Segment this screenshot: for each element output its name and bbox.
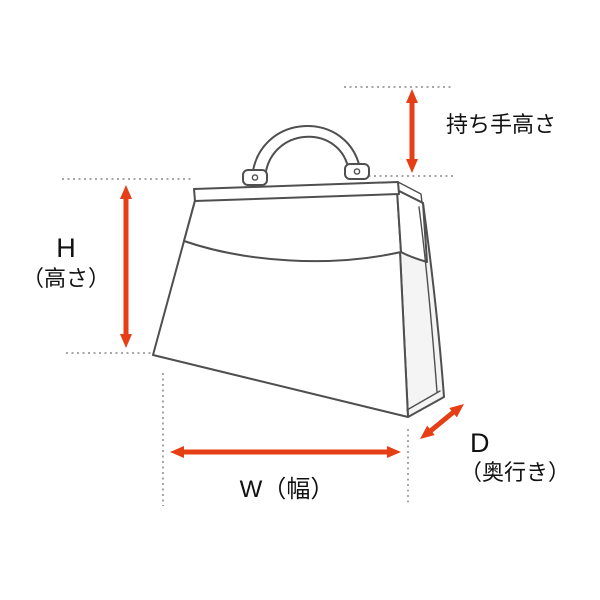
bag-top-frame xyxy=(193,181,400,202)
depth-arrow xyxy=(420,404,464,439)
handle-rivet-right xyxy=(353,168,361,175)
bag-flap xyxy=(183,189,402,263)
arrowhead-up-icon xyxy=(406,89,418,103)
width-arrow xyxy=(170,446,401,458)
arrowhead-downleft-icon xyxy=(420,425,435,439)
height-name-label: （高さ） xyxy=(21,266,110,292)
handle-tab-right xyxy=(344,163,370,180)
bag-flap-side xyxy=(396,189,428,263)
dimension-arrows xyxy=(120,89,464,458)
arrowhead-left-icon xyxy=(170,446,184,458)
height-arrow xyxy=(120,185,132,348)
handle-tab-left xyxy=(242,169,268,186)
arrowhead-down-icon xyxy=(120,334,132,348)
depth-abbr-label: D xyxy=(470,428,490,458)
bag-illustration xyxy=(152,125,445,418)
arrowhead-upright-icon xyxy=(449,404,464,418)
handle-height-arrow xyxy=(406,89,418,173)
arrowhead-down-icon xyxy=(406,159,418,173)
height-label: H （高さ） xyxy=(16,234,116,293)
bag-side-gusset-line xyxy=(418,206,438,393)
handle-rivet-left xyxy=(251,174,259,181)
width-label: W（幅） xyxy=(239,476,335,503)
height-abbr-label: H xyxy=(56,233,76,263)
bag-bottom-edge-line xyxy=(406,390,441,411)
arrowhead-up-icon xyxy=(120,185,132,199)
arrowhead-right-icon xyxy=(387,446,401,458)
depth-name-label: （奥行き） xyxy=(460,460,571,486)
depth-label: D （奥行き） xyxy=(460,429,570,487)
handle-height-label: 持ち手高さ xyxy=(446,112,557,137)
bag-top-frame-side xyxy=(397,181,423,204)
